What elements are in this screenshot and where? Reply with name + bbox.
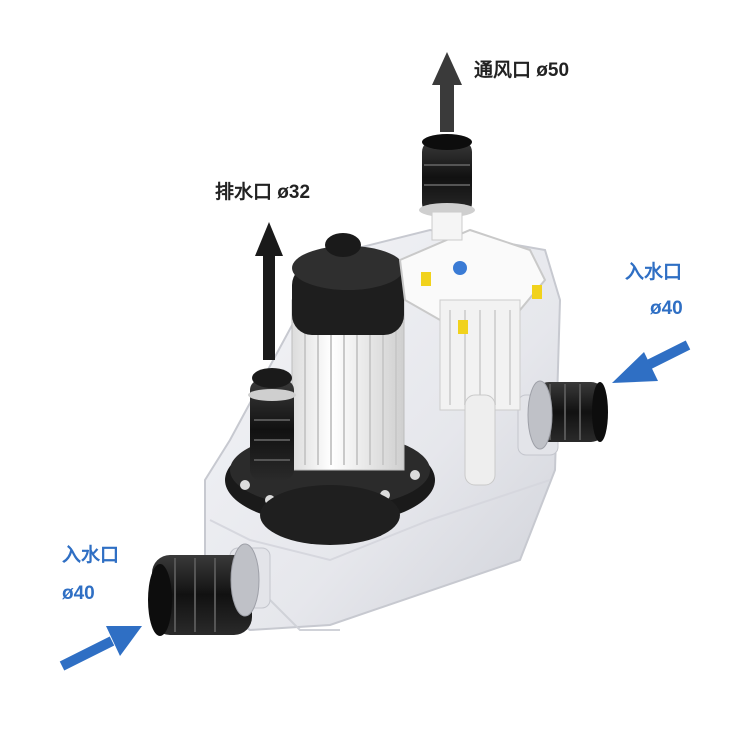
discharge-outlet <box>248 368 296 480</box>
inlet-right-label-line2: ø40 <box>650 298 683 319</box>
inlet-left-label-line2: ø40 <box>62 583 95 604</box>
discharge-label: 排水口 ø32 <box>215 182 311 203</box>
vent-arrow <box>432 52 462 132</box>
inlet-pipe-right <box>517 380 608 456</box>
inlet-arrow-left <box>59 626 142 671</box>
vent-housing <box>398 228 547 486</box>
pump-motor <box>291 233 405 471</box>
inlet-arrow-right <box>612 340 691 383</box>
inlet-pipe-left <box>148 543 271 636</box>
vent-label: 通风口 ø50 <box>474 60 570 81</box>
discharge-arrow <box>255 222 283 360</box>
inlet-left-label-line1: 入水口 <box>62 545 120 566</box>
inlet-right-label-line1: 入水口 <box>625 262 683 283</box>
vent-pipe <box>419 134 475 241</box>
